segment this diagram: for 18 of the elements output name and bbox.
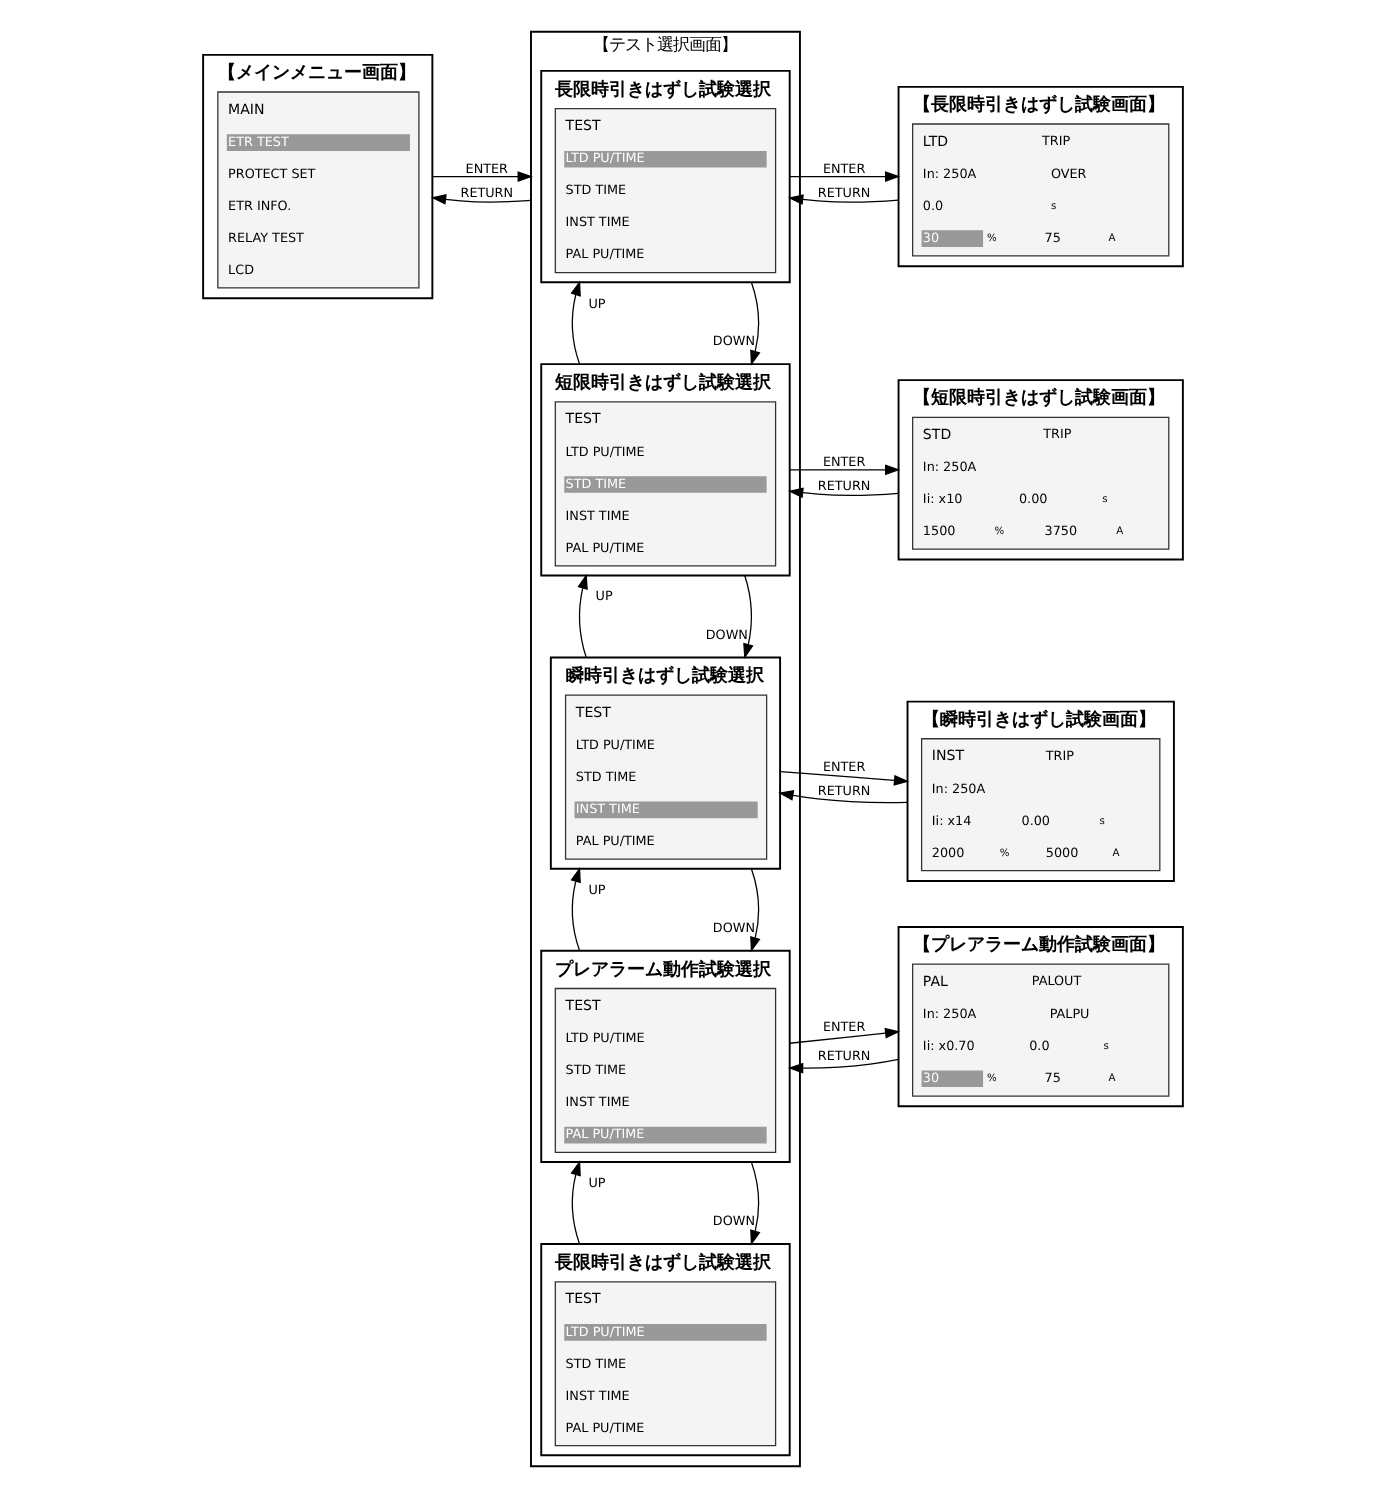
arrow	[570, 280, 581, 365]
arrow	[570, 866, 581, 952]
arrow	[577, 573, 588, 658]
arrow	[787, 1058, 900, 1074]
arrow	[750, 1161, 761, 1246]
arrow	[779, 771, 910, 786]
arrow	[430, 194, 532, 205]
arrow	[778, 790, 908, 804]
arrow	[787, 487, 899, 499]
arrow	[750, 281, 761, 366]
arrow	[789, 464, 901, 476]
arrow	[789, 171, 901, 182]
arrow	[789, 1027, 901, 1044]
arrow	[431, 171, 533, 182]
arrow	[743, 574, 754, 659]
arrow	[787, 194, 899, 205]
arrow	[750, 868, 761, 953]
arrow	[570, 1160, 581, 1245]
